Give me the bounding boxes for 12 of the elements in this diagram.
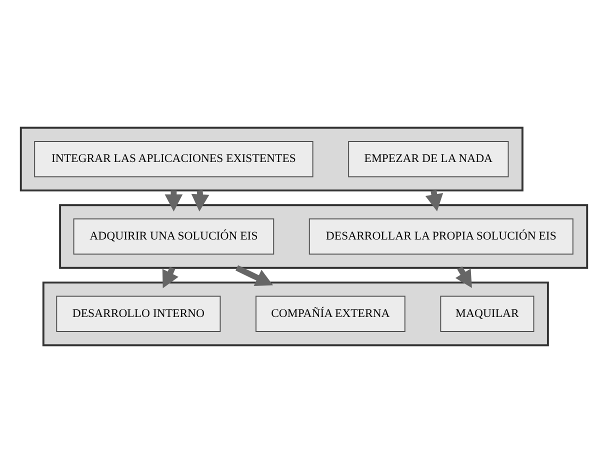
arrow	[236, 264, 274, 286]
node-box: INTEGRAR LAS APLICACIONES EXISTENTES	[34, 140, 314, 177]
node-box: ADQUIRIR UNA SOLUCIÓN EIS	[73, 218, 274, 254]
cluster	[42, 281, 549, 346]
cluster	[20, 126, 524, 191]
node-box: EMPEZAR DE LA NADA	[348, 140, 509, 177]
node-box: MAQUILAR	[440, 295, 534, 332]
cluster	[59, 204, 588, 268]
node-box: DESARROLLO INTERNO	[56, 295, 221, 332]
node-box: DESARROLLAR LA PROPIA SOLUCIÓN EIS	[308, 218, 574, 254]
node-box: COMPAÑÍA EXTERNA	[256, 295, 406, 332]
arrow	[455, 266, 472, 288]
